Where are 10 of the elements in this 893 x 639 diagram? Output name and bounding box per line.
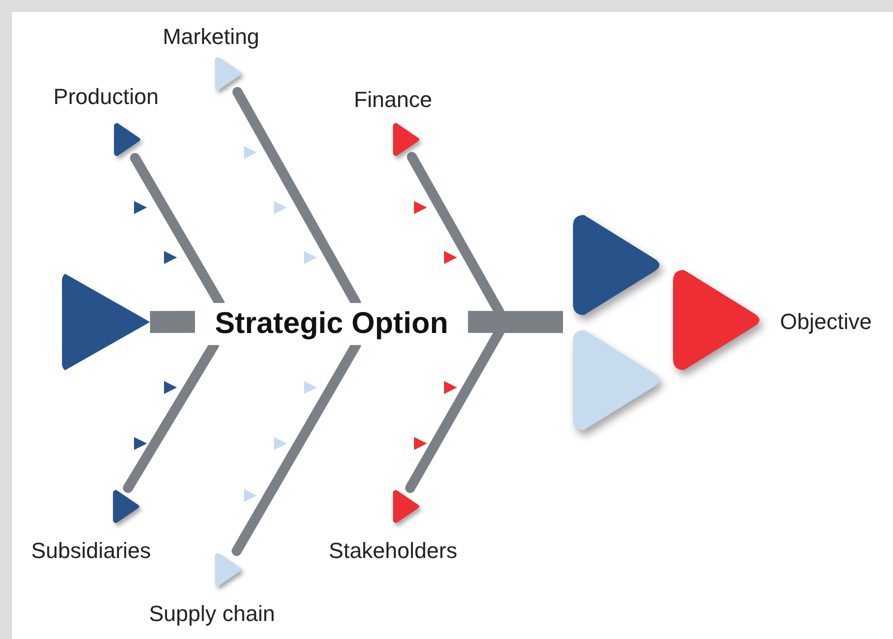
category-label: Stakeholders: [328, 538, 458, 564]
bone-line: [468, 310, 563, 333]
category-label: Finance: [352, 87, 434, 113]
problem-label: Strategic Option: [195, 303, 468, 345]
objective-label: Objective: [780, 308, 888, 336]
category-label: Production: [52, 84, 160, 110]
category-label: Marketing: [162, 24, 260, 50]
bone-line: [150, 310, 196, 333]
category-label: Supply chain: [148, 601, 276, 627]
category-label: Subsidiaries: [30, 538, 152, 564]
